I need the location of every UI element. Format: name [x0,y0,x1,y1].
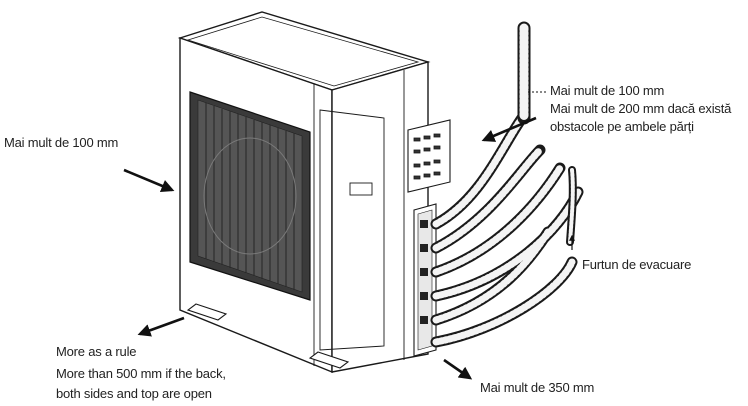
label-top-right-line2: Mai mult de 200 mm dacă există [550,101,732,116]
control-panel [407,119,451,193]
arrow-top-right [481,116,537,142]
label-top-right-line1: Mai mult de 100 mm [550,83,665,98]
label-front-line3: both sides and top are open [56,386,212,401]
arrow-bottom-right [443,358,473,380]
pipe-connection-block [413,203,437,357]
label-drain-hose: Furtun de evacuare [582,257,692,272]
clearance-arrows [123,116,575,380]
arrow-left-clearance [123,168,175,192]
label-top-right-line3: obstacole pe ambele părți [550,119,694,134]
refrigerant-hoses [430,21,584,348]
arrow-front [137,316,185,337]
label-front-line1: More as a rule [56,344,137,359]
label-front-line2: More than 500 mm if the back, [56,366,226,381]
fan-grille [189,91,311,301]
label-bottom-right: Mai mult de 350 mm [480,380,595,395]
label-left-clearance: Mai mult de 100 mm [4,135,119,150]
unit-feet [186,303,350,369]
